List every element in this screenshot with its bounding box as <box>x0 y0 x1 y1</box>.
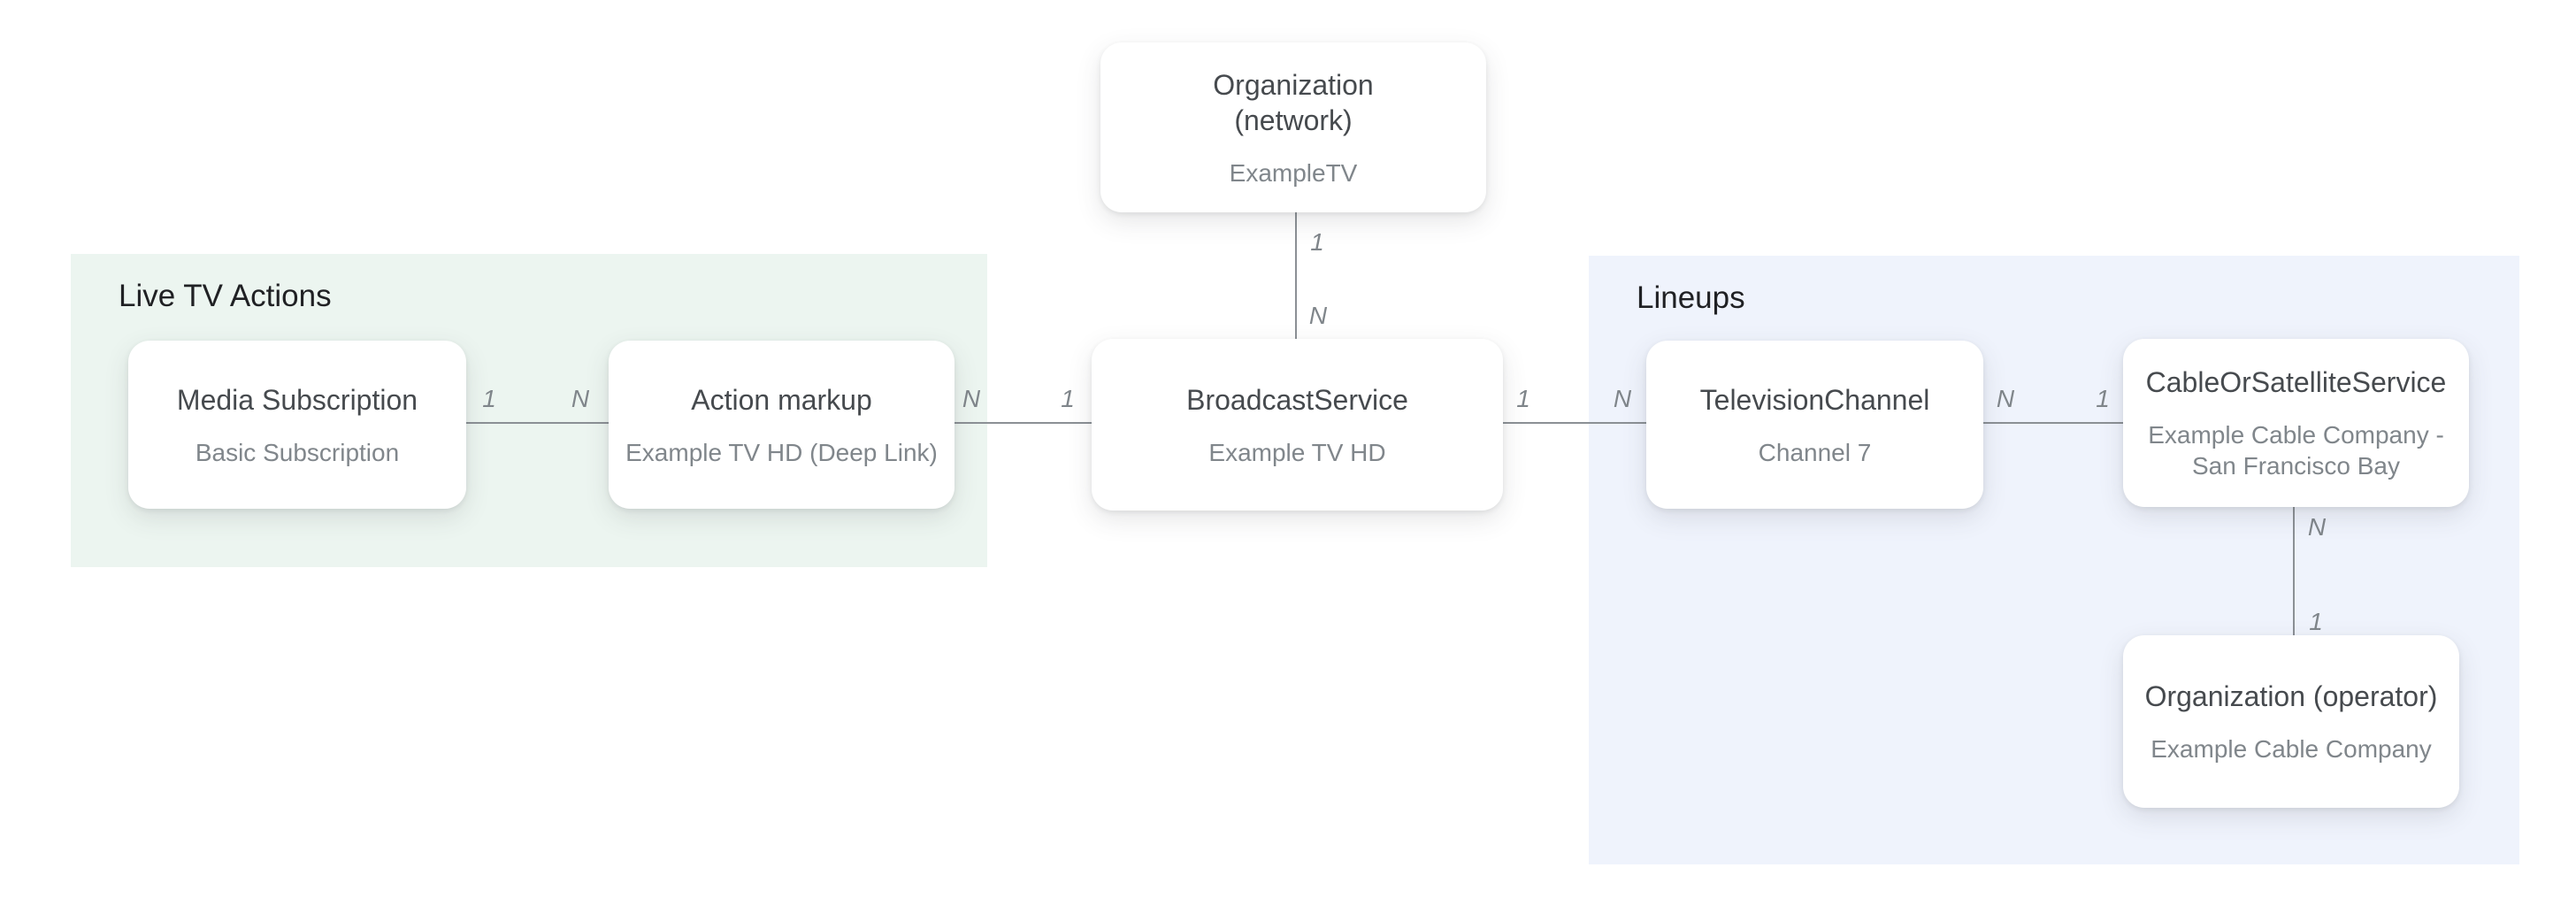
cardinality-label: 1 <box>1310 228 1324 256</box>
region-label-live-tv-actions: Live TV Actions <box>119 279 332 313</box>
node-cable-or-satellite-service: CableOrSatelliteService Example Cable Co… <box>2123 339 2469 507</box>
connector-broadcast-service-television-channel <box>1503 422 1646 424</box>
region-label-lineups: Lineups <box>1637 280 1745 315</box>
node-title: TelevisionChannel <box>1699 383 1930 416</box>
node-media-subscription: Media Subscription Basic Subscription <box>128 341 466 509</box>
node-title: Organization (operator) <box>2144 680 2438 712</box>
node-broadcast-service: BroadcastService Example TV HD <box>1092 339 1503 511</box>
connector-cable-or-satellite-service-org-operator <box>2293 507 2295 635</box>
node-subtitle: Example Cable Company - San Francisco Ba… <box>2148 421 2444 480</box>
node-title: Organization (network) <box>1213 68 1374 136</box>
connector-media-subscription-action-markup <box>466 422 609 424</box>
node-subtitle: ExampleTV <box>1229 158 1358 187</box>
cardinality-label: N <box>962 385 981 412</box>
node-title: Media Subscription <box>176 383 418 416</box>
cardinality-label: 1 <box>2309 608 2323 635</box>
cardinality-label: 1 <box>482 385 496 412</box>
connector-org-network-broadcast-service <box>1295 212 1297 339</box>
node-subtitle: Example TV HD (Deep Link) <box>625 438 938 466</box>
node-organization-network: Organization (network) ExampleTV <box>1100 42 1486 212</box>
connector-action-markup-broadcast-service <box>954 422 1092 424</box>
node-title: Action markup <box>691 383 872 416</box>
node-subtitle: Example Cable Company <box>2150 735 2432 763</box>
cardinality-label: N <box>1613 385 1632 412</box>
cardinality-label: 1 <box>1516 385 1530 412</box>
node-action-markup: Action markup Example TV HD (Deep Link) <box>609 341 954 509</box>
cardinality-label: 1 <box>2096 385 2110 412</box>
connector-television-channel-cable-or-satellite-service <box>1983 422 2123 424</box>
cardinality-label: N <box>1308 302 1328 329</box>
node-subtitle: Basic Subscription <box>195 438 400 466</box>
cardinality-label: N <box>571 385 590 412</box>
node-subtitle: Channel 7 <box>1758 438 1872 466</box>
cardinality-label: 1 <box>1061 385 1075 412</box>
node-title: BroadcastService <box>1186 383 1408 416</box>
cardinality-label: N <box>2307 513 2327 541</box>
node-title: CableOrSatelliteService <box>2145 366 2447 398</box>
node-organization-operator: Organization (operator) Example Cable Co… <box>2123 635 2459 808</box>
node-subtitle: Example TV HD <box>1208 438 1386 466</box>
cardinality-label: N <box>1996 385 2015 412</box>
node-television-channel: TelevisionChannel Channel 7 <box>1646 341 1983 509</box>
